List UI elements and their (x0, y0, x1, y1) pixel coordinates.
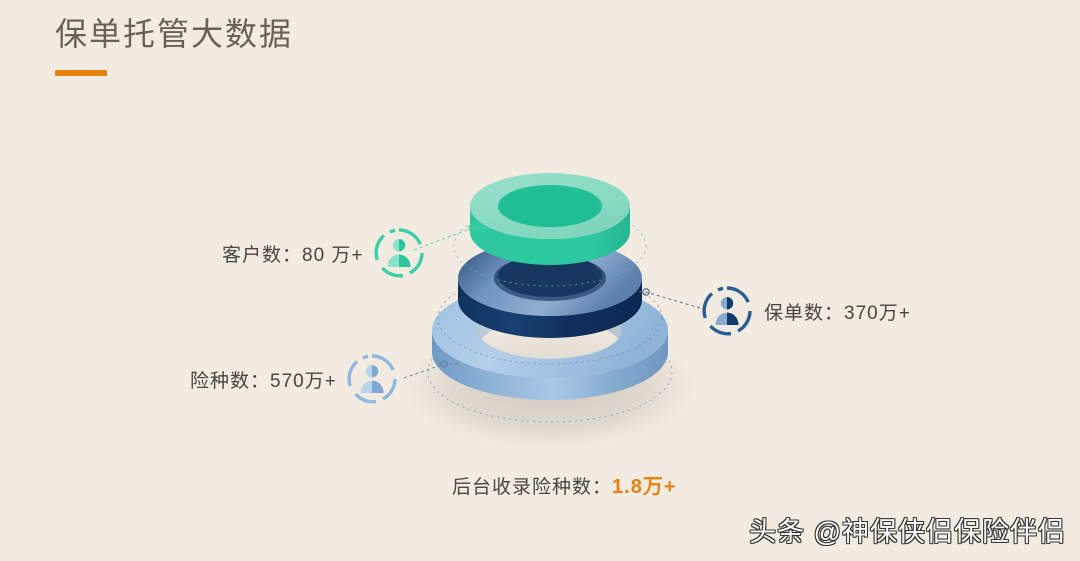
person-in-ring-icon (345, 352, 399, 406)
connector-customers (413, 224, 492, 251)
ring-middle (458, 240, 642, 338)
stat-insurance-types: 险种数：570万+ (190, 352, 399, 406)
stat-customers: 客户数：80 万+ (222, 226, 426, 280)
page-header: 保单托管大数据 (55, 14, 293, 76)
stat-customers-label: 客户数：80 万+ (222, 244, 364, 266)
page-title: 保单托管大数据 (55, 16, 294, 52)
stat-policies: 保单数：370万+ (700, 284, 911, 338)
stat-backend-records-prefix: 后台收录险种数： (452, 477, 613, 498)
connector-insurance-types (403, 360, 462, 379)
person-in-ring-icon (372, 226, 426, 280)
title-accent-rule (55, 69, 107, 76)
watermark: 头条 @神保侠侣保险伴侣 (749, 517, 1066, 547)
stat-insurance-types-label: 险种数：570万+ (190, 370, 337, 392)
guide-ellipse-bottom (427, 321, 673, 423)
stat-policies-label: 保单数：370万+ (764, 302, 911, 324)
guide-ellipse-top (453, 205, 647, 287)
connector-policies (632, 288, 701, 309)
stat-backend-records-value: 1.8万+ (612, 476, 677, 498)
stat-backend-records: 后台收录险种数：1.8万+ (452, 470, 677, 499)
person-in-ring-icon (700, 284, 754, 338)
guide-ellipse-middle (437, 271, 663, 365)
ring-top (470, 173, 630, 265)
